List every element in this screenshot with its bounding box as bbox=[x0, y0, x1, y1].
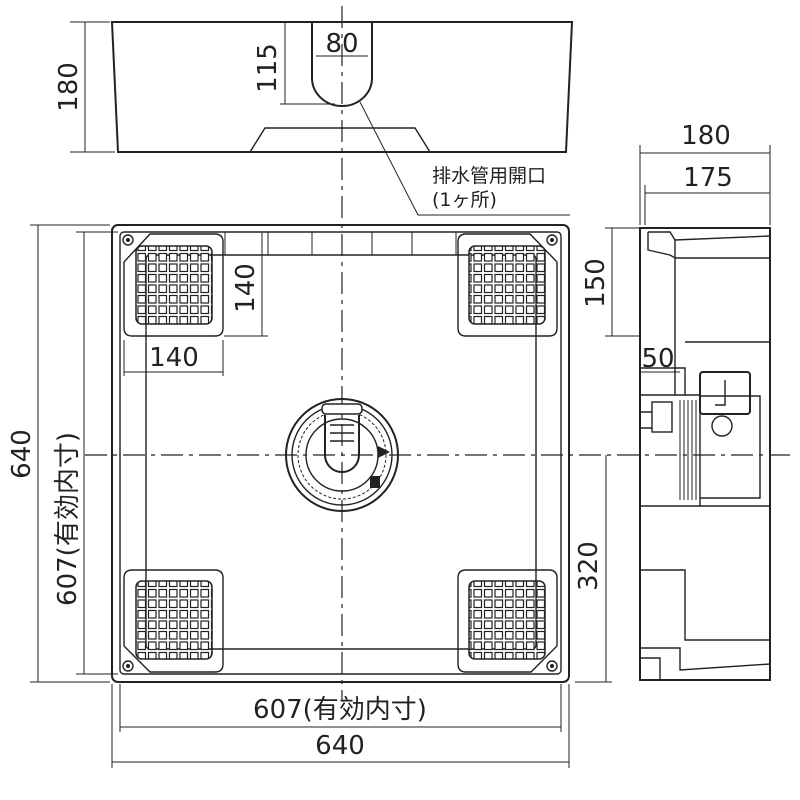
side-view-outline bbox=[639, 227, 771, 681]
dim-side-width: 180 bbox=[681, 121, 731, 151]
corner-screws bbox=[122, 234, 558, 672]
dim-drain-offset: 320 bbox=[574, 541, 604, 591]
pan-outer-edge bbox=[111, 224, 570, 683]
drain-label-line2: (1ヶ所) bbox=[432, 189, 497, 211]
foot-top-right bbox=[457, 233, 558, 337]
dim-foot-width: 140 bbox=[149, 343, 199, 373]
pan-floor bbox=[145, 254, 537, 650]
foot-bottom-left bbox=[123, 569, 224, 673]
front-view-outline bbox=[110, 21, 574, 153]
dim-drain-depth: 115 bbox=[253, 43, 283, 93]
drain-label-line1: 排水管用開口 bbox=[432, 165, 546, 187]
dim-inner-height: 607(有効内寸) bbox=[53, 432, 83, 606]
dim-overall-width: 640 bbox=[315, 731, 365, 761]
front-view-bump bbox=[249, 127, 431, 153]
dim-overall-height: 640 bbox=[7, 429, 37, 479]
rear-bar-notches bbox=[224, 232, 457, 255]
dim-top-height: 180 bbox=[54, 62, 84, 112]
dim-side-offset: 50 bbox=[641, 344, 674, 374]
dim-inner-width: 607(有効内寸) bbox=[253, 695, 427, 725]
dim-side-inner-width: 175 bbox=[683, 163, 733, 193]
foot-top-left bbox=[123, 233, 224, 337]
dim-side-height: 150 bbox=[581, 258, 611, 308]
dim-foot-height: 140 bbox=[231, 263, 261, 313]
side-view: 180 175 150 50 bbox=[581, 121, 771, 681]
plan-view: 140 140 320 bbox=[111, 224, 612, 683]
drain-leader bbox=[359, 101, 570, 216]
foot-bottom-right bbox=[457, 569, 558, 673]
drain-notch bbox=[311, 22, 373, 107]
pan-rim bbox=[119, 231, 562, 675]
front-view: 180 115 80 排水管用開口 (1ヶ所) bbox=[54, 21, 574, 216]
